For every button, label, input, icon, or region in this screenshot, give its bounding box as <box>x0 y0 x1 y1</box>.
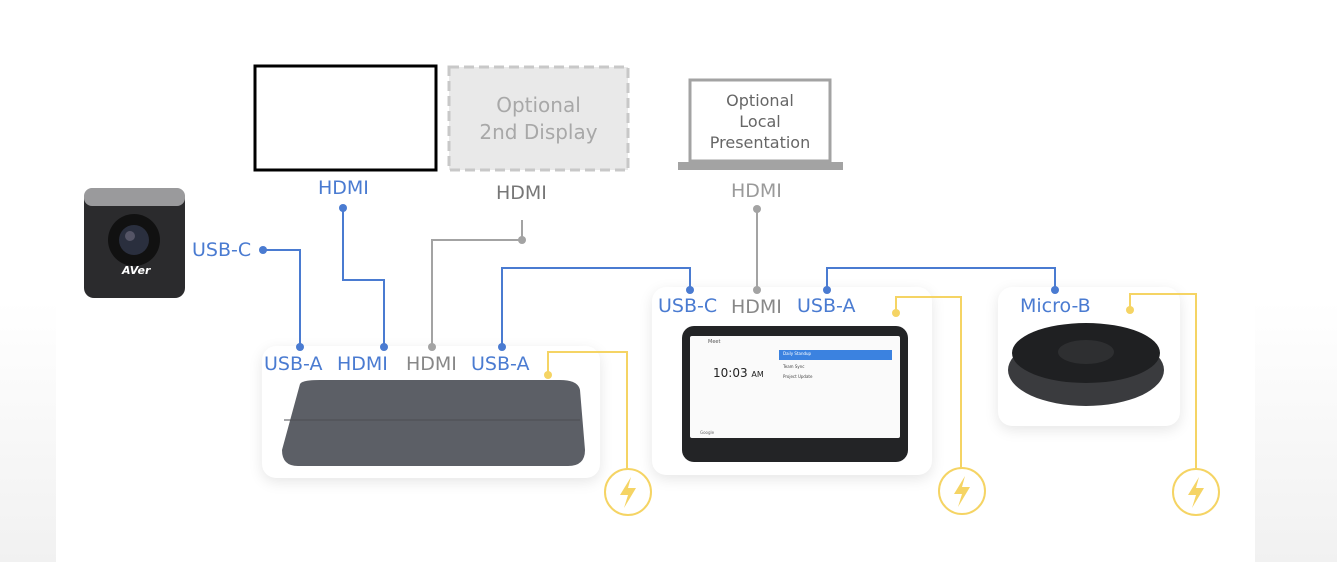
laptop-base <box>678 162 843 170</box>
tablet-footer: Google <box>700 430 715 435</box>
compute-port-hdmi-1: HDMI <box>337 353 388 375</box>
tablet-meeting-1: Daily Standup <box>783 351 812 356</box>
compute-box <box>282 380 585 466</box>
power-speaker-wire <box>1129 293 1197 470</box>
primary-display <box>253 64 438 172</box>
second-display-port: HDMI <box>496 182 547 204</box>
usb-c-camera-wire <box>263 249 301 347</box>
compute-port-usb-a-1: USB-A <box>264 353 323 375</box>
usb-a-speaker-wire <box>826 267 1056 290</box>
usb-a-controller-wire <box>501 267 691 347</box>
tablet-meeting-2: Team Sync <box>783 364 805 369</box>
laptop-screen <box>688 78 832 163</box>
controller-port-hdmi: HDMI <box>731 296 782 318</box>
camera-device <box>84 188 185 298</box>
tablet-meeting-3: Project Update <box>783 374 813 379</box>
controller-port-usb-a: USB-A <box>797 295 856 317</box>
camera-brand-logo: AVer <box>122 264 151 277</box>
tablet-app-name: Meet <box>708 339 721 345</box>
power-controller-wire <box>895 296 962 469</box>
power-compute-wire <box>547 351 628 470</box>
tablet-clock: 10:03 AM <box>713 366 764 380</box>
hdmi-second-wire <box>431 220 523 347</box>
speaker-port: Micro-B <box>1020 295 1091 317</box>
camera-port: USB-C <box>192 239 252 261</box>
controller-port-usb-c: USB-C <box>658 295 718 317</box>
second-display <box>447 65 630 172</box>
compute-port-usb-a-2: USB-A <box>471 353 530 375</box>
primary-display-port: HDMI <box>318 177 369 199</box>
lightning-bolt-icon <box>604 467 1220 516</box>
compute-port-hdmi-2: HDMI <box>406 353 457 375</box>
hdmi-primary-wire <box>342 208 385 347</box>
laptop-port: HDMI <box>731 180 782 202</box>
